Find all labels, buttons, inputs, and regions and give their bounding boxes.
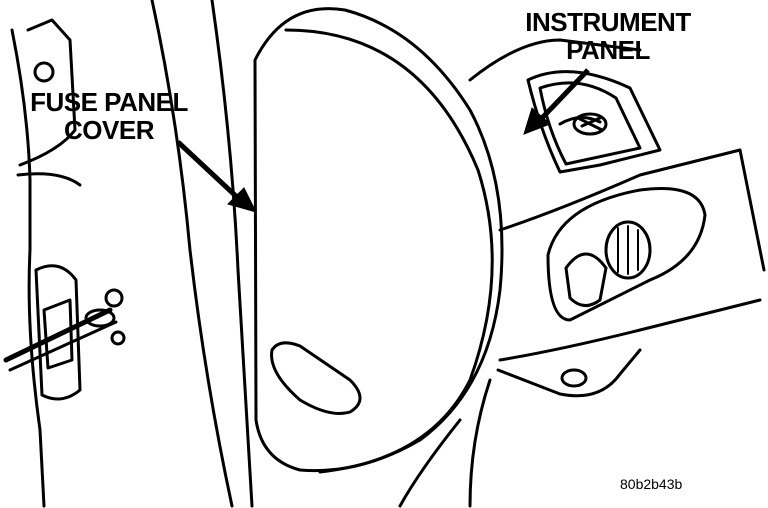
callout-arrows — [176, 68, 590, 213]
bolt — [33, 61, 55, 83]
instrument-panel-arrowhead — [523, 107, 551, 135]
figure-id: 80b2b43b — [620, 476, 683, 492]
bolt-bracket — [18, 18, 77, 167]
headlamp-switch-dial — [604, 220, 652, 280]
door-pillar-inner — [210, 0, 254, 508]
vent-knob — [572, 112, 608, 136]
door-pillar-outer — [150, 0, 234, 508]
instrument-panel-label-line2: PANEL — [566, 35, 650, 65]
fuse-panel-cover-label: FUSE PANEL COVER — [14, 88, 204, 144]
door-check-bracket — [34, 264, 82, 401]
fuse-cover-leader — [176, 140, 240, 200]
fuse-panel-cover-label-line1: FUSE PANEL — [30, 87, 188, 117]
lower-switch — [560, 368, 588, 388]
instrument-panel-label-line1: INSTRUMENT — [525, 7, 691, 37]
fuse-cover-arrowhead — [227, 187, 257, 213]
fuse-panel-cover-label-line2: COVER — [64, 115, 154, 145]
instrument-panel-leader — [540, 68, 590, 120]
switch-bezel — [546, 186, 707, 322]
headlamp-switch-knob — [564, 252, 608, 307]
door-edge — [10, 28, 46, 508]
check-strap — [3, 307, 113, 363]
fuse-panel-cover — [253, 7, 504, 473]
instrument-panel-label: INSTRUMENT PANEL — [508, 8, 708, 64]
cover-finger-slot — [270, 341, 362, 415]
instrument-panel-top — [468, 38, 642, 82]
